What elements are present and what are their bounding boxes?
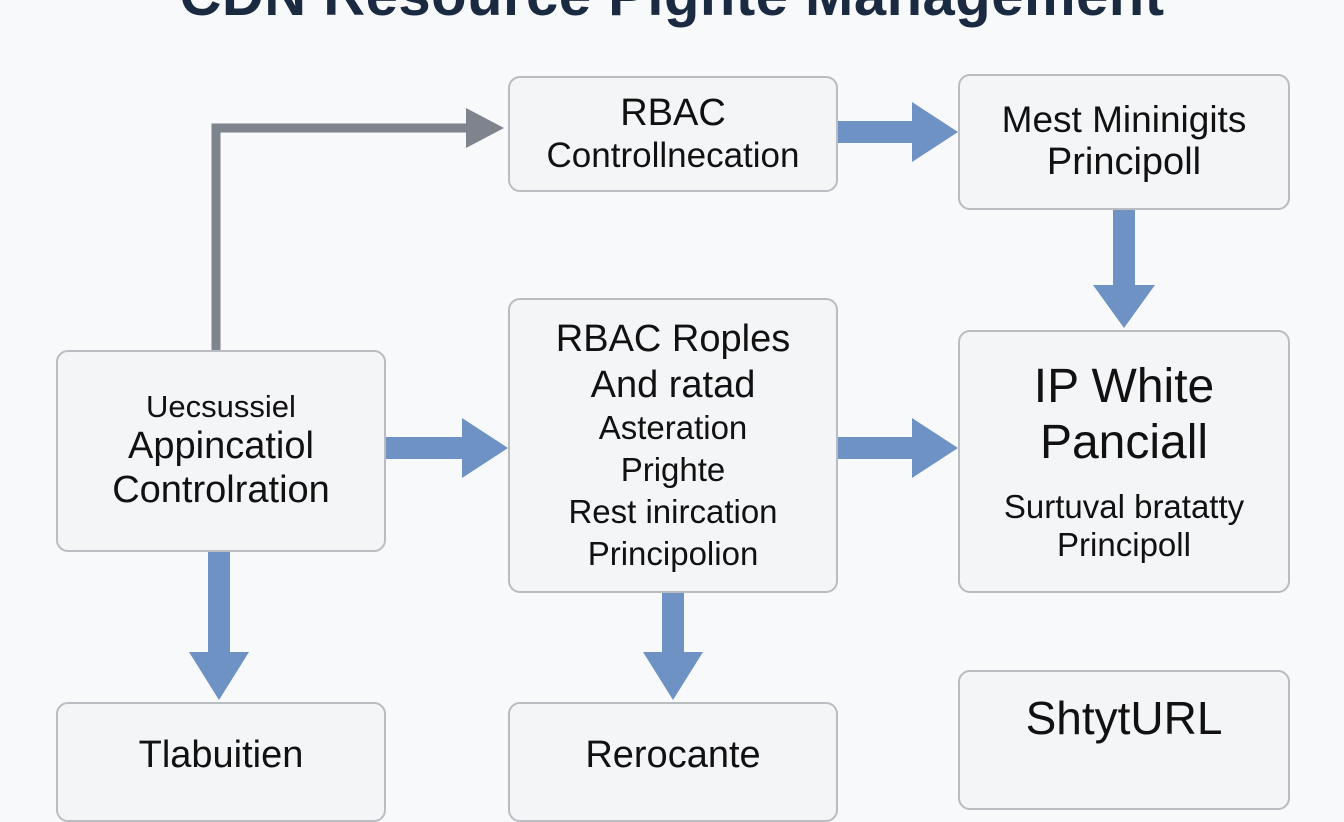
- node-line: Prighte: [620, 451, 726, 489]
- node-line: Asteration: [598, 409, 748, 447]
- node-rbac-roles: RBAC Roples And ratad Asteration Prighte…: [508, 298, 838, 593]
- node-shtyturl: ShtytURL: [958, 670, 1290, 810]
- connector-left-to-rbac-roles: [386, 437, 466, 459]
- node-line: Controlration: [112, 468, 330, 511]
- connectors: [189, 102, 1155, 700]
- connector-rbac-roles-to-bottom-center: [662, 593, 684, 656]
- node-line: And ratad: [590, 363, 756, 406]
- arrowhead-rbac-control-to-mest: [912, 102, 958, 162]
- node-line: Tlabuitien: [138, 734, 304, 776]
- arrowhead-rbac-roles-to-bottom-center: [643, 652, 703, 700]
- node-line: Principolion: [587, 535, 759, 573]
- arrowhead-left-to-rbac-control: [466, 108, 504, 148]
- arrowhead-mest-to-ip-white: [1093, 285, 1155, 328]
- connector-rbac-control-to-mest: [838, 121, 916, 143]
- connector-mest-to-ip-white: [1113, 209, 1135, 289]
- arrowhead-left-to-bottom-left: [189, 652, 249, 700]
- node-bottom-center: Rerocante: [508, 702, 838, 822]
- node-line: Controllnecation: [546, 135, 800, 175]
- node-rbac-control: RBAC Controllnecation: [508, 76, 838, 192]
- node-line: IP White: [1033, 360, 1215, 414]
- node-bottom-left: Tlabuitien: [56, 702, 386, 822]
- arrowhead-rbac-roles-to-ip-white: [912, 418, 958, 478]
- node-line: Principoll: [1057, 525, 1191, 563]
- node-line: Surtuval bratatty: [1003, 487, 1245, 525]
- diagram-title: CDN Resource Pighte Management: [0, 0, 1344, 32]
- node-line: Panciall: [1039, 415, 1209, 469]
- connector-rbac-roles-to-ip-white: [838, 437, 916, 459]
- node-line: ShtytURL: [1025, 692, 1223, 744]
- node-line: Uecsussiel: [146, 389, 296, 425]
- node-line: RBAC Roples: [555, 317, 791, 360]
- node-line: RBAC: [620, 92, 726, 135]
- node-ip-white: IP White Panciall Surtuval bratatty Prin…: [958, 330, 1290, 593]
- node-line: Rest inircation: [568, 493, 778, 531]
- node-mest-mininigits: Mest Mininigits Principoll: [958, 74, 1290, 210]
- node-line: Appincatiol: [128, 425, 314, 468]
- node-line: Mest Mininigits: [1001, 98, 1247, 140]
- node-line: Rerocante: [585, 734, 761, 776]
- node-line: Principoll: [1046, 141, 1202, 184]
- arrowhead-left-to-rbac-roles: [462, 418, 508, 478]
- node-applocation-control: Uecsussiel Appincatiol Controlration: [56, 350, 386, 552]
- connector-left-to-bottom-left: [208, 552, 230, 656]
- connector-left-to-rbac-control: [211, 123, 470, 352]
